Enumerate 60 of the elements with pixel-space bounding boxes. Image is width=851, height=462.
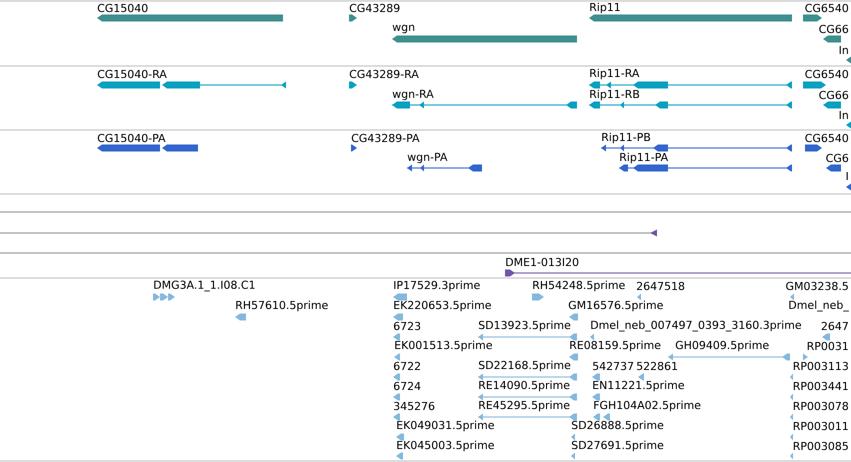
- feature-label: Rip11: [590, 2, 620, 14]
- feature-label: GM16576.5prime: [568, 300, 663, 312]
- feature-label: RP003085: [794, 442, 848, 450]
- feature-label: RE14090.5prime: [479, 380, 570, 392]
- feature-label: I: [846, 172, 848, 180]
- feature-label: EK001513.5prime: [395, 340, 492, 352]
- feature-label: CG15040-PA: [98, 134, 166, 142]
- feature-label: GM03238.5: [786, 282, 848, 290]
- feature-label: RP003078: [794, 402, 848, 410]
- feature-label: wgn-RA: [392, 90, 434, 100]
- feature-label: Dmel_neb_007497_0393_3160.3prime: [591, 320, 802, 332]
- feature-label: CG15040: [98, 4, 148, 12]
- feature-label: Rip11-RA: [590, 68, 640, 80]
- feature-label: EK049031.5prime: [397, 420, 494, 432]
- feature-label: CG43289-PA: [352, 134, 420, 142]
- feature-label: IP17529.3prime: [394, 280, 480, 292]
- feature-label: SD22168.5prime: [478, 360, 570, 372]
- feature-label: wgn: [392, 24, 414, 34]
- feature-label: EK045003.5prime: [397, 440, 494, 452]
- feature-label: Rip11-PA: [620, 152, 668, 164]
- feature-label: RP003011: [794, 422, 848, 430]
- feature-label: CG43289: [350, 4, 400, 12]
- feature-label: RP0031: [808, 342, 848, 350]
- feature-label: Rip11-PB: [602, 132, 650, 144]
- feature-label: RE08159.5prime: [570, 340, 660, 352]
- feature-label: EN11221.5prime: [593, 380, 684, 392]
- feature-label: RE45295.5prime: [479, 400, 570, 412]
- feature-label: Dmel_neb_: [789, 300, 849, 312]
- feature-label: RH54248.5prime: [533, 280, 625, 292]
- feature-label: CG15040-RA: [98, 70, 167, 78]
- feature-label: SD13923.5prime: [478, 320, 570, 332]
- feature-label: CG6540: [805, 134, 848, 142]
- feature-label: Rip11-RB: [590, 90, 640, 100]
- feature-label: CG66: [819, 24, 848, 34]
- feature-label: FGH104A02.5prime: [594, 400, 700, 412]
- feature-label: 2647: [822, 322, 848, 330]
- feature-label: 6723: [394, 322, 420, 330]
- feature-label: SD26888.5prime: [572, 420, 664, 432]
- feature-label: 522861: [637, 362, 677, 370]
- feature-label: GH09409.5prime: [676, 340, 769, 352]
- feature-label: CG43289-RA: [350, 70, 419, 78]
- feature-label: 6722: [394, 362, 420, 370]
- feature-label: 2647518: [637, 282, 684, 290]
- feature-label: SD27691.5prime: [572, 440, 664, 452]
- feature-label: CG6540: [805, 4, 848, 12]
- feature-label: CG66: [819, 90, 848, 100]
- feature-label: In: [840, 111, 848, 119]
- feature-label: RP003113: [794, 362, 848, 370]
- feature-label: 345276: [394, 402, 434, 410]
- feature-label: CG6: [826, 154, 848, 162]
- feature-label: RP003441: [794, 382, 848, 390]
- feature-label: wgn-PA: [408, 152, 448, 164]
- feature-label: In: [840, 46, 848, 54]
- feature-label: DMG3A.1_1.I08.C1: [154, 280, 255, 292]
- feature-label: RH57610.5prime: [236, 300, 328, 312]
- feature-label: EK220653.5prime: [394, 300, 491, 312]
- feature-label: 6724: [394, 382, 420, 390]
- feature-label: 542737: [593, 362, 634, 370]
- feature-label: CG6540: [805, 70, 848, 78]
- feature-label: DME1-013I20: [506, 258, 578, 266]
